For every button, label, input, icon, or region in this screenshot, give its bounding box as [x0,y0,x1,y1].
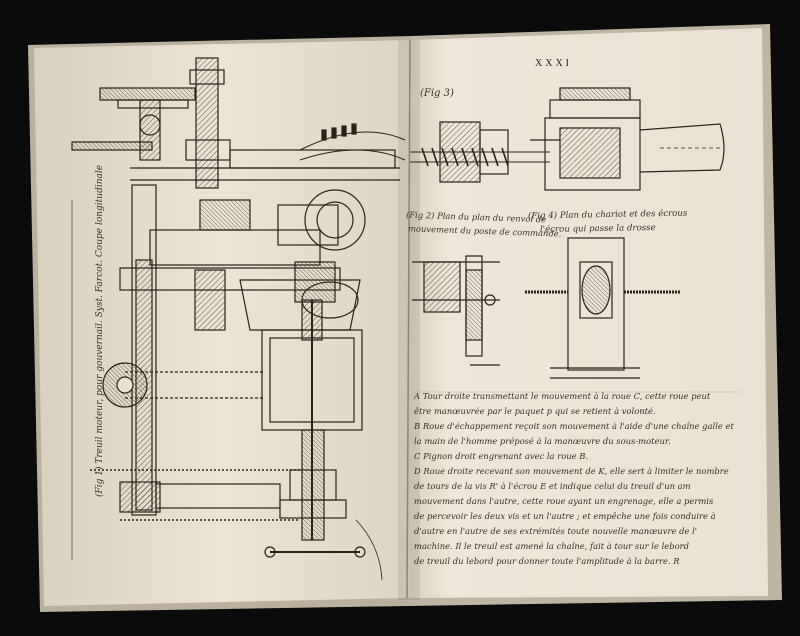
body-line-7: de tours de la vis R' à l'écrou E et ind… [414,481,691,491]
body-line-2: être manœuvrée par le paquet p qui se re… [414,406,656,416]
fig2-drawing [412,255,500,366]
body-line-5: C Pignon droit engrenant avec la roue B. [414,451,589,461]
fig3-screw-drawing [410,87,725,191]
body-line-10: d'autre en l'autre de ses extrémités tou… [414,526,698,536]
body-line-12: de treuil du lebord pour donner toute l'… [414,556,680,566]
body-line-8: mouvement dans l'autre, cette roue ayant… [414,496,714,506]
body-line-9: de percevoir les deux vis et un l'autre … [414,511,716,521]
fig1-vertical-caption: (Fig 1) Treuil moteur, pour gouvernail. … [95,164,105,497]
fig3-label: (Fig 3) [420,88,454,99]
body-line-3: B Roue d'échappement reçoit son mouvemen… [414,421,734,431]
body-line-1: A Tour droite transmettant le mouvement … [414,391,711,401]
body-line-6: D Roue droite recevant son mouvement de … [414,466,729,476]
fig4-drawing [525,237,680,379]
body-line-11: machine. Il le treuil est amené la chaîn… [414,541,689,551]
fig4-caption-line-2: l'écrou qui passe la drosse [539,222,656,236]
body-line-4: la main de l'homme préposé à la manœuvre… [414,436,671,446]
page-header-numeral: XXXI [535,58,572,69]
fig1-machine-drawing [71,57,406,581]
